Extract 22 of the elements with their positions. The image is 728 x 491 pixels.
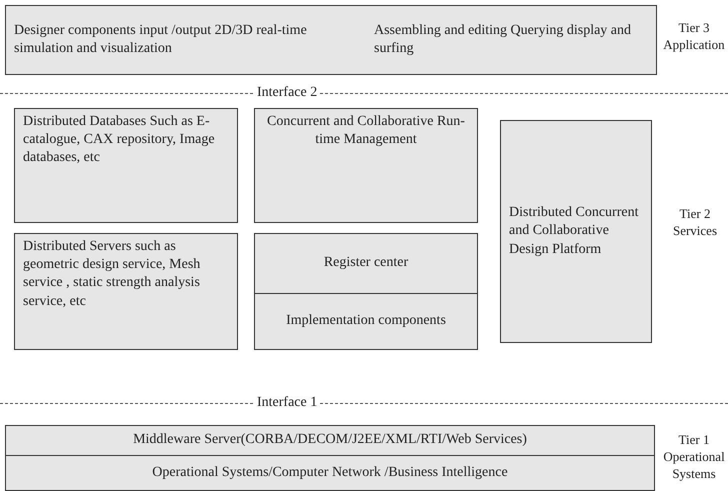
box-text: Distributed Concurrent and Collaborative Design Platform [509, 204, 640, 259]
tier-label: Tier 3 Application [662, 20, 726, 54]
box-text: Middleware Server(CORBA/DECOM/J2EE/XML/RTI/Web Services) [132, 431, 528, 450]
tier-label: Tier 1 Operational Systems [662, 432, 726, 483]
layer-box [5, 5, 657, 75]
layer-box [14, 233, 238, 350]
box-text: Register center [322, 254, 410, 272]
box-text: Concurrent and Collaborative Run-time Management [266, 113, 466, 150]
layer-box [500, 120, 652, 343]
box-text: Operational Systems/Computer Network /Business Intelligence [151, 464, 509, 482]
layer-box [5, 425, 655, 456]
box-text: Implementation components [285, 312, 447, 330]
box-text: Distributed Servers such as geometric design service, Mesh service , static strength analysis service, etc [23, 238, 202, 311]
layer-box [14, 108, 238, 223]
layer-box [254, 293, 478, 350]
box-text: Designer components input /output 2D/3D real-time simulation and visualization [14, 22, 308, 58]
layer-box [254, 108, 478, 223]
tier-label: Tier 2 Services [672, 206, 718, 240]
box-text: Assembling and editing Querying display and surfing [374, 22, 632, 58]
box-text: Distributed Databases Such as E-catalogue, CAX repository, Image databases, etc [23, 113, 216, 168]
layer-box [254, 233, 478, 294]
layer-box [5, 455, 655, 491]
